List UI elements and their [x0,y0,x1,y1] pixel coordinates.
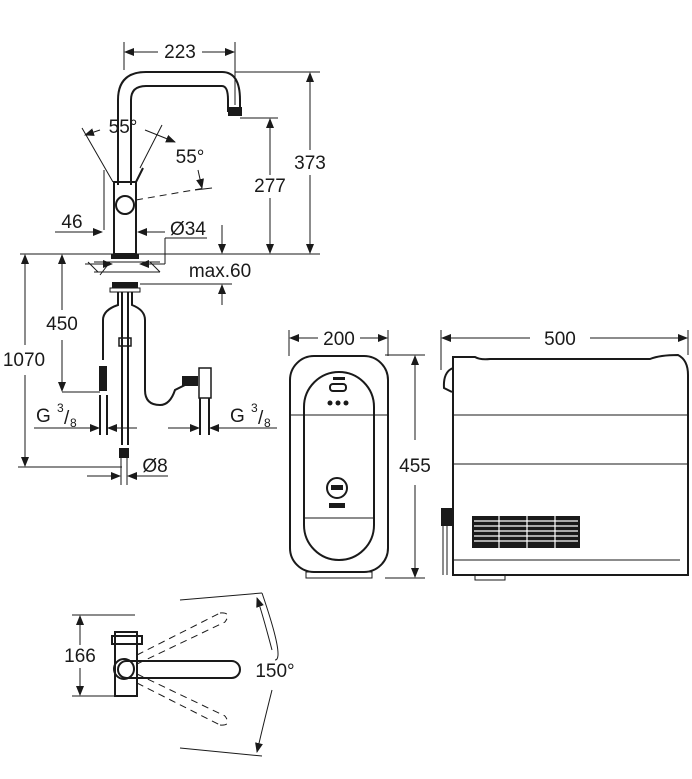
dim-hose-length: 450 [46,314,78,335]
thread-right-slash: / [258,408,264,429]
vent-grille [472,516,580,548]
thread-left-slash: / [64,408,70,429]
unit-side-housing [452,353,689,576]
thread-right-base: G [230,406,245,427]
spout-outlet [228,107,242,116]
spout [117,71,241,185]
faucet-knob [115,195,135,215]
dim-total-length: 1070 [3,350,45,371]
lever [135,167,144,183]
dim-thread-right: G 3 / 8 [168,401,277,432]
dim-outlet-height: 277 [254,176,286,197]
unit-front-panel [303,371,375,561]
faucet-front-view: 223 373 277 55° 55° 46 Ø34 max.60 [3,42,326,485]
dim-lever-angle-right: 55° [176,147,205,168]
dim-counter-thickness: max.60 [189,261,251,282]
thread-right-num: 3 [251,401,258,415]
dim-unit-width: 200 [323,329,355,350]
dim-unit-depth: 500 [544,329,576,350]
unit-side-view: 500 [440,329,689,581]
dim-pipe-diameter: Ø8 [142,456,167,477]
faucet-body [113,181,137,255]
thread-left-base: G [36,406,51,427]
dim-spout-reach: 223 [164,42,196,63]
dim-lever-angle-left: 55° [109,117,138,138]
unit-button-icon [326,477,348,499]
dim-top-depth: 166 [64,646,96,667]
dim-thread-left: G 3 / 8 [34,401,137,432]
faucet-top-view: 150° 166 [64,592,295,757]
spout-top [117,660,241,679]
dim-total-height: 373 [294,153,326,174]
dim-swivel-angle: 150° [255,661,294,682]
unit-front-view: 200 455 [288,329,431,579]
thread-left-den: 8 [70,416,77,430]
thread-left-num: 3 [57,401,64,415]
thread-right-den: 8 [264,416,271,430]
dim-handle-offset: 46 [61,212,82,233]
dim-unit-height: 455 [399,456,431,477]
dim-body-diameter: Ø34 [170,219,206,240]
